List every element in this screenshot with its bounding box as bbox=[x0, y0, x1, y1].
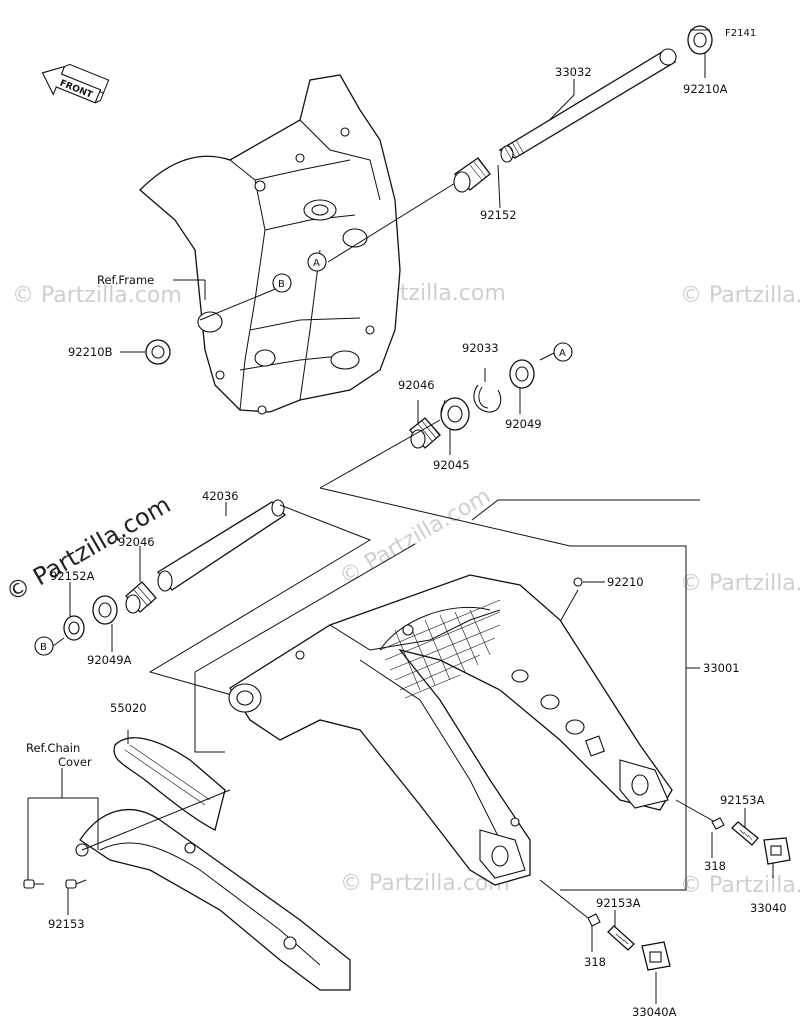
adjuster-33040A bbox=[641, 941, 671, 971]
label-92049: 92049 bbox=[505, 417, 542, 431]
label-92033: 92033 bbox=[462, 341, 499, 355]
pivot-shaft-33032 bbox=[498, 48, 677, 163]
cap-92210B bbox=[145, 339, 171, 365]
label-92045: 92045 bbox=[433, 458, 470, 472]
nut-318-right bbox=[711, 817, 725, 830]
bolt-92153 bbox=[23, 879, 87, 915]
snap-ring-92033 bbox=[473, 384, 502, 413]
label-33040: 33040 bbox=[750, 901, 787, 915]
chain-cover-bracket bbox=[27, 768, 99, 882]
watermark: © Partzilla.com bbox=[680, 571, 800, 596]
label-33032: 33032 bbox=[555, 65, 592, 79]
chain-cover-reference bbox=[75, 789, 351, 991]
swingarm-33001 bbox=[228, 574, 673, 886]
collar-92152 bbox=[453, 157, 491, 193]
needle-bearing-92046-left bbox=[125, 581, 157, 614]
label-55020: 55020 bbox=[110, 701, 147, 715]
watermark: © Partzilla.com bbox=[336, 484, 496, 591]
nut-92210A bbox=[687, 25, 713, 55]
label-318-bottom: 318 bbox=[584, 955, 606, 969]
label-318-right: 318 bbox=[704, 859, 726, 873]
nut-318-bottom bbox=[587, 913, 601, 927]
label-ref-chain: Ref.Chain bbox=[26, 741, 80, 755]
label-ref-cover: Cover bbox=[58, 755, 92, 769]
bolt-92153A-right bbox=[731, 821, 759, 846]
callout-a-label: A bbox=[313, 258, 320, 269]
callout-b-left: B bbox=[34, 636, 54, 656]
frame-reference bbox=[139, 74, 401, 415]
seal-92049A bbox=[92, 595, 118, 625]
callout-b-label: B bbox=[40, 642, 47, 653]
seal-92049 bbox=[509, 359, 535, 389]
part-labels: 33032 92210A 92152 Ref.Frame 92210B 9203… bbox=[26, 65, 787, 1019]
label-33040A: 33040A bbox=[632, 1005, 677, 1019]
label-92210A: 92210A bbox=[683, 82, 728, 96]
bearing-92045 bbox=[440, 397, 470, 431]
label-92153: 92153 bbox=[48, 917, 85, 931]
callout-a-top: A bbox=[307, 252, 327, 272]
label-92046-top: 92046 bbox=[398, 378, 435, 392]
label-92152A: 92152A bbox=[50, 569, 95, 583]
label-92049A: 92049A bbox=[87, 653, 132, 667]
watermark: © Partzilla.com bbox=[12, 283, 182, 308]
label-92152: 92152 bbox=[480, 208, 517, 222]
label-92153A-bottom: 92153A bbox=[596, 896, 641, 910]
watermark: © Partzilla.com bbox=[680, 283, 800, 308]
label-42036: 42036 bbox=[202, 489, 239, 503]
diagram-id: F2141 bbox=[725, 28, 756, 39]
callout-b-label: B bbox=[278, 279, 285, 290]
callout-a-right: A bbox=[553, 342, 573, 362]
callout-b-top: B bbox=[272, 273, 292, 293]
bolt-92153A-bottom bbox=[607, 925, 635, 951]
label-ref-frame: Ref.Frame bbox=[97, 273, 154, 287]
label-92210B: 92210B bbox=[68, 345, 113, 359]
chain-guide-55020 bbox=[113, 730, 226, 831]
front-arrow-icon: FRONT bbox=[41, 63, 110, 104]
sleeve-42036 bbox=[157, 499, 287, 592]
adjuster-33040 bbox=[763, 837, 791, 865]
callout-a-label: A bbox=[559, 348, 566, 359]
label-92210: 92210 bbox=[607, 575, 644, 589]
cap-92152A bbox=[63, 615, 85, 641]
label-33001: 33001 bbox=[703, 661, 740, 675]
watermarks: © Partzilla.com © Partzilla.com © Partzi… bbox=[1, 124, 800, 898]
label-92046-left: 92046 bbox=[118, 535, 155, 549]
assembly-lines bbox=[52, 419, 700, 891]
label-92153A-right: 92153A bbox=[720, 793, 765, 807]
watermark: © Partzilla.com bbox=[680, 873, 800, 898]
